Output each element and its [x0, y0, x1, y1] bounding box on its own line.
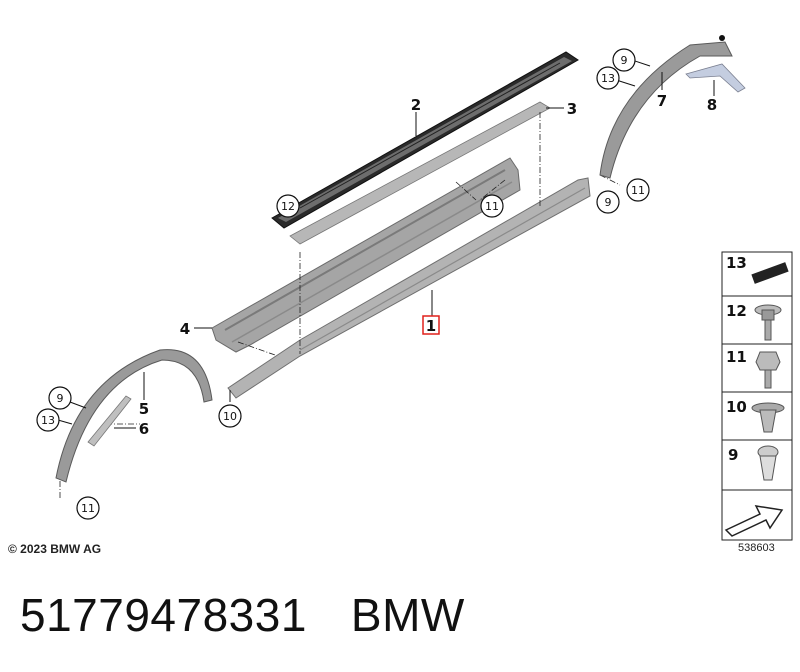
highlight-box-part-1 [422, 315, 440, 335]
guide-lines [59, 112, 621, 500]
label-part-2: 2 [411, 96, 421, 114]
screw-washer-icon [754, 304, 782, 341]
label-part-6: 6 [139, 420, 149, 438]
legend-label-10: 10 [726, 398, 747, 416]
label-part-3: 3 [567, 100, 577, 118]
callout-10: 10 [223, 410, 237, 423]
label-part-1[interactable]: 1 [426, 317, 436, 335]
callout-13-top: 13 [601, 72, 615, 85]
diagram-code: 538603 [738, 542, 775, 554]
expanding-rivet-icon [757, 445, 779, 481]
label-part-8: 8 [707, 96, 717, 114]
copyright-text: © 2023 BMW AG [8, 542, 102, 556]
part-5-wheel-arch-left[interactable] [55, 349, 213, 483]
clip-nut-icon [751, 402, 785, 433]
callout-13-left: 13 [41, 414, 55, 427]
part-number: 51779478331 [20, 589, 307, 641]
brand-name: BMW [350, 589, 465, 641]
label-part-4: 4 [180, 320, 190, 338]
part-7-wheel-arch-right[interactable] [599, 35, 733, 179]
part-6-trim-piece[interactable] [87, 395, 132, 447]
callout-9-right: 9 [605, 196, 612, 209]
callout-11-center: 11 [485, 200, 499, 213]
adhesive-pad-icon [751, 262, 789, 284]
part-1-sill-panel[interactable] [227, 177, 591, 399]
callout-12: 12 [281, 200, 295, 213]
label-part-5: 5 [139, 400, 149, 418]
part-8-trim-piece[interactable] [685, 63, 746, 93]
callout-circles [36, 48, 650, 520]
callout-9-top: 9 [621, 54, 628, 67]
callout-11-left: 11 [81, 502, 95, 515]
label-part-7: 7 [657, 92, 667, 110]
callout-9-left: 9 [57, 392, 64, 405]
callout-11-right: 11 [631, 184, 645, 197]
caption: 51779478331 BMW [20, 588, 465, 642]
legend-label-12: 12 [726, 302, 747, 320]
legend: 13 12 11 10 9 [721, 251, 793, 541]
arrow-icon [724, 505, 784, 537]
legend-label-13: 13 [726, 254, 747, 272]
part-4-bracket[interactable] [211, 157, 521, 353]
parts-diagram: 2 3 4 1 5 6 7 8 12 11 9 11 9 13 10 9 13 … [36, 35, 793, 541]
part-2-grille-strip[interactable] [271, 51, 579, 229]
hex-bolt-icon [755, 351, 781, 389]
legend-label-11: 11 [726, 348, 747, 366]
legend-label-9: 9 [728, 446, 738, 464]
